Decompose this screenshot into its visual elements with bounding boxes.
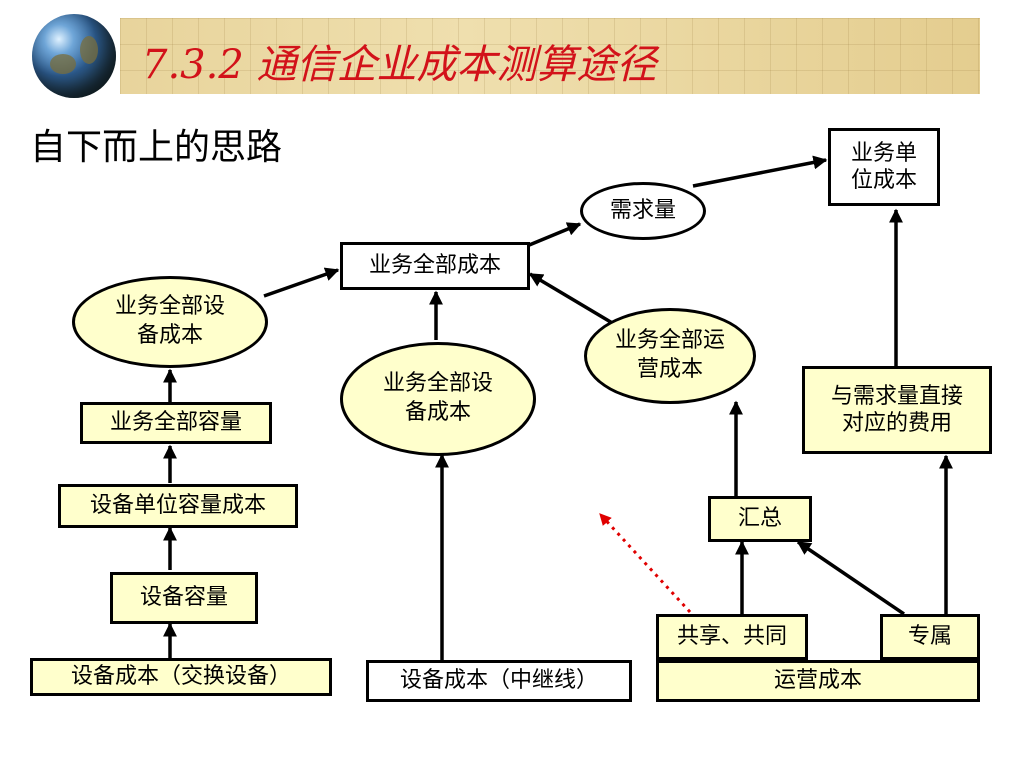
node-shared: 共享、共同 (656, 614, 808, 660)
node-total-equip-cost-mid: 业务全部设 备成本 (340, 342, 536, 456)
node-total-capacity: 业务全部容量 (80, 402, 272, 444)
node-demand: 需求量 (580, 182, 706, 240)
node-summary: 汇总 (708, 496, 812, 542)
node-equip-cost-switch: 设备成本（交换设备） (30, 658, 332, 696)
node-total-cost: 业务全部成本 (340, 242, 530, 290)
node-dedicated: 专属 (880, 614, 980, 660)
node-ops-cost: 运营成本 (656, 660, 980, 702)
slide-title: 7.3.2 通信企业成本测算途径 (142, 42, 657, 88)
node-equip-cost-relay: 设备成本（中继线） (366, 660, 632, 702)
slide-subtitle: 自下而上的思路 (30, 127, 283, 168)
node-unit-cost: 业务单 位成本 (828, 128, 940, 206)
node-total-equip-cost-left: 业务全部设 备成本 (72, 276, 268, 368)
globe-icon (32, 14, 116, 98)
node-unit-capacity-cost: 设备单位容量成本 (58, 484, 298, 528)
node-total-ops-cost: 业务全部运 营成本 (584, 308, 756, 404)
node-equip-capacity: 设备容量 (110, 572, 258, 624)
title-banner (120, 18, 980, 94)
node-direct-cost: 与需求量直接 对应的费用 (802, 366, 992, 454)
